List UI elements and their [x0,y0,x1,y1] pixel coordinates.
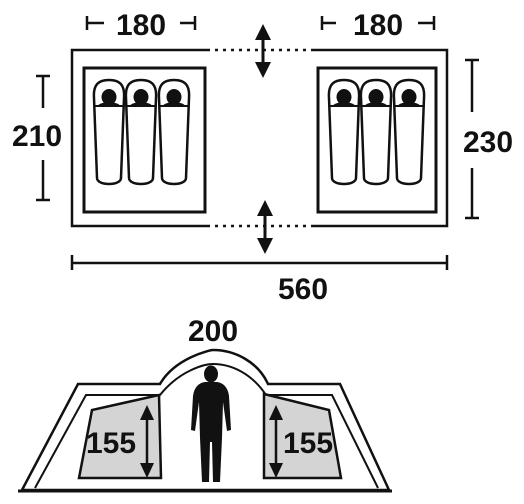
left-bedroom-sleeping-bags [92,78,191,186]
bottom-door-arrow-icon [257,200,273,254]
right-height-arrow-icon [269,405,283,478]
sleeping-bag-icon [327,78,361,186]
left-room-width-label: 180 [116,9,166,42]
left-bedroom [82,66,207,214]
right-bedroom-sleeping-bags [327,78,426,186]
right-depth-dimension [465,58,479,220]
floor-plan [70,48,449,228]
side-height-arrows [140,405,283,478]
left-side-height-label: 155 [86,427,136,460]
left-depth-dimension [36,74,50,202]
tent-inner-shell [34,362,379,489]
right-bedroom-profile [262,392,343,480]
top-door-arrow-icon [255,24,271,78]
left-room-depth-label: 210 [12,120,62,153]
center-height-label: 200 [188,315,238,348]
left-outer-outline [70,48,207,228]
sleeping-bag-icon [124,78,158,186]
total-length-label: 560 [278,273,328,306]
door-arrows [255,24,273,254]
dimension-lines [36,16,479,270]
right-outer-outline [314,48,449,228]
left-bedroom-profile [77,393,163,480]
right-room-width-label: 180 [353,9,403,42]
left-width-dimension [85,16,197,30]
sleeping-bag-icon [157,78,191,186]
right-room-depth-label: 230 [463,126,513,159]
right-side-height-label: 155 [283,427,333,460]
sleeping-bag-icon [92,78,126,186]
right-width-dimension [320,16,436,30]
left-height-arrow-icon [140,405,154,478]
right-bedroom [316,66,438,214]
total-length-dimension [70,255,449,270]
person-silhouette-icon [191,365,231,482]
sleeping-bag-icon [359,78,393,186]
sleeping-bag-icon [392,78,426,186]
